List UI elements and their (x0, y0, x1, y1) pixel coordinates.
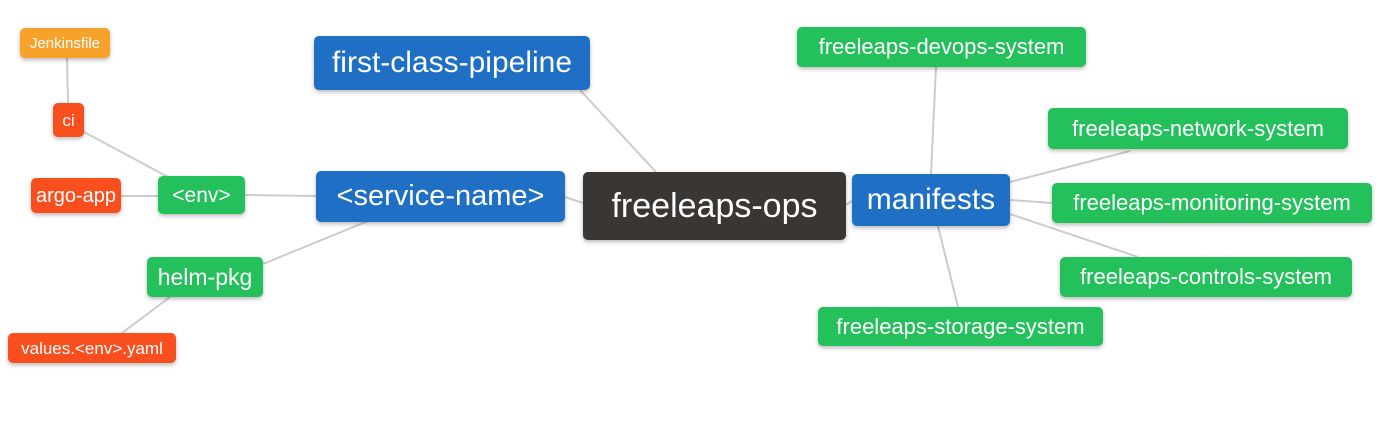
edge-manifests-monitoring (1009, 199, 1053, 204)
edge-ops-manifests (845, 200, 853, 206)
edge-env-servicename (244, 194, 317, 197)
edge-manifests-network (1009, 150, 1131, 183)
node-jenkinsfile[interactable]: Jenkinsfile (20, 28, 110, 58)
edge-manifests-storage (937, 225, 959, 308)
node-values-env-yaml[interactable]: values.<env>.yaml (8, 333, 176, 363)
node-ci[interactable]: ci (53, 103, 84, 137)
edge-ci-env (83, 131, 171, 179)
edge-manifests-devops (930, 66, 937, 175)
node-manifests[interactable]: manifests (852, 174, 1010, 226)
edge-servicename-ops (564, 196, 584, 204)
edge-values-helmpkg (121, 296, 171, 334)
node-controls-system[interactable]: freeleaps-controls-system (1060, 257, 1352, 297)
edge-jenkinsfile-ci (66, 57, 69, 104)
node-first-class-pipeline[interactable]: first-class-pipeline (314, 36, 590, 90)
edge-manifests-controls (1009, 213, 1139, 258)
node-argo-app[interactable]: argo-app (31, 178, 121, 213)
node-monitoring-system[interactable]: freeleaps-monitoring-system (1052, 183, 1372, 223)
node-storage-system[interactable]: freeleaps-storage-system (818, 307, 1103, 346)
edge-helmpkg-servicename (262, 220, 369, 265)
edge-pipeline-ops (579, 89, 657, 173)
node-env[interactable]: <env> (158, 176, 245, 214)
node-service-name[interactable]: <service-name> (316, 171, 565, 222)
node-devops-system[interactable]: freeleaps-devops-system (797, 27, 1086, 67)
node-network-system[interactable]: freeleaps-network-system (1048, 108, 1348, 149)
node-freeleaps-ops[interactable]: freeleaps-ops (583, 172, 846, 240)
node-helm-pkg[interactable]: helm-pkg (147, 257, 263, 297)
